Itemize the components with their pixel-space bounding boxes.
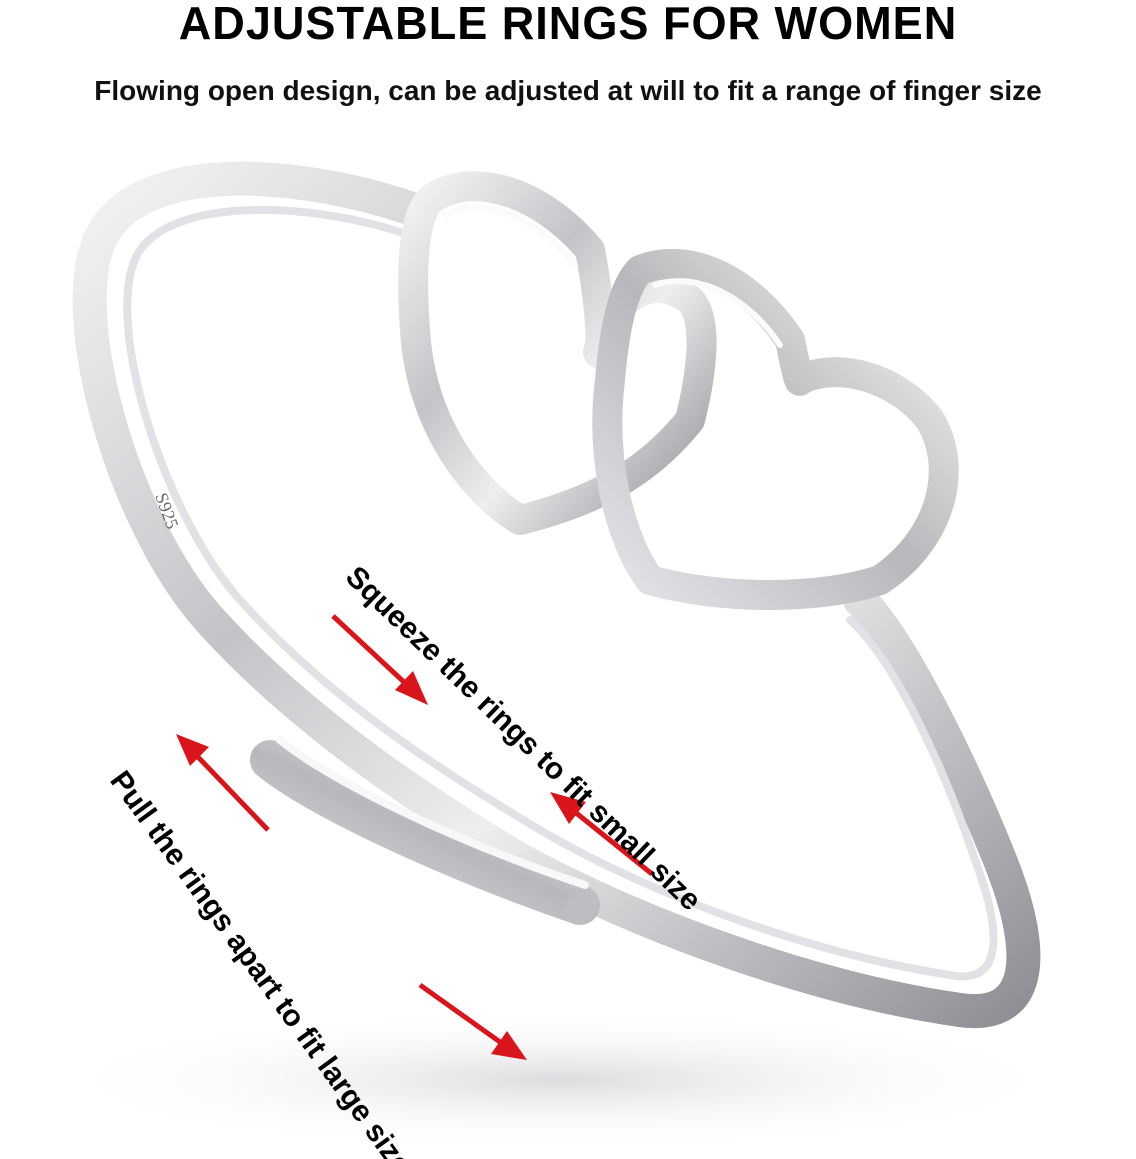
arrow-squeeze-down — [331, 614, 428, 705]
left-heart — [398, 171, 717, 535]
adjustable-tab — [250, 740, 600, 925]
right-heart — [592, 248, 959, 610]
ring-shadow — [40, 1010, 1080, 1150]
ring-band-back — [72, 161, 1041, 1029]
ring-illustration — [40, 161, 1080, 1150]
arrow-pull-up — [176, 734, 270, 832]
arrow-squeeze-up — [550, 792, 654, 876]
ring-band-inner — [123, 205, 998, 981]
page-title: ADJUSTABLE RINGS FOR WOMEN — [178, 0, 958, 49]
tab-end — [566, 892, 598, 920]
arrow-pull-down — [418, 982, 527, 1060]
page-subtitle: Flowing open design, can be adjusted at … — [94, 75, 1042, 106]
